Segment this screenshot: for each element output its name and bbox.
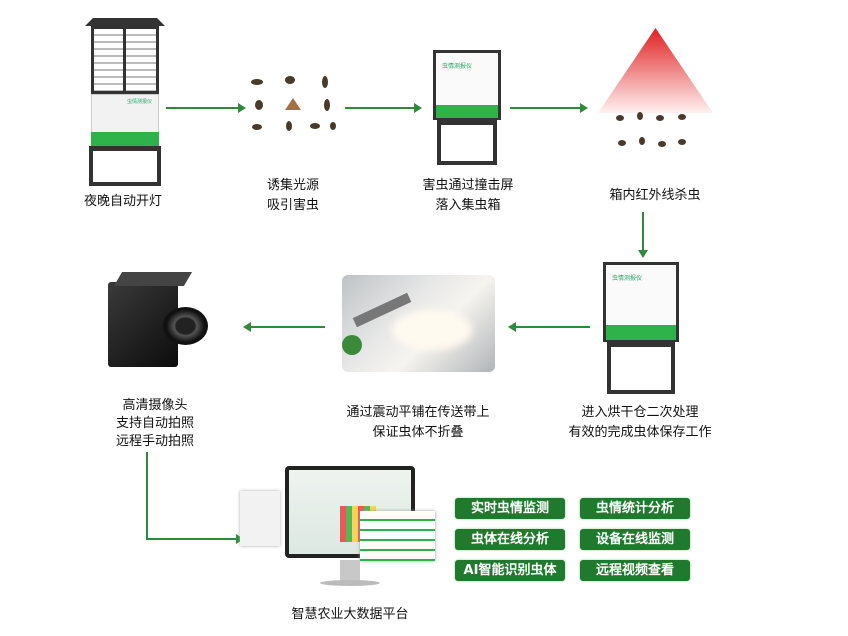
step-camera-label-3: 远程手动拍照: [115, 434, 195, 449]
platform-label: 智慧农业大数据平台: [291, 607, 409, 622]
step-conveyor-label-2: 保证虫体不折叠: [372, 425, 464, 440]
arrow-right: [146, 534, 244, 544]
feature-device-monitoring: 设备在线监测: [580, 529, 690, 550]
feature-statistics-analysis: 虫情统计分析: [580, 498, 690, 519]
arrow-left: [508, 322, 590, 332]
device-title: 虫情测报仪: [442, 63, 473, 70]
insects-illustration: [251, 76, 336, 131]
step-night-light-label: 夜晚自动开灯: [83, 194, 163, 209]
arrow-down: [638, 212, 648, 258]
arrow-right: [510, 103, 588, 113]
insect-lamp-device: 虫情测报仪: [85, 18, 165, 186]
step-hit-label-2: 落入集虫箱: [435, 198, 501, 213]
feature-remote-video: 远程视频查看: [580, 560, 690, 581]
step-camera-label-1: 高清摄像头: [122, 398, 188, 413]
device-title: 虫情测报仪: [612, 275, 643, 282]
infrared-beam: [598, 28, 713, 113]
arrow-left: [243, 322, 325, 332]
platform-monitor: [240, 466, 440, 596]
step-attract-label-1: 诱集光源: [266, 178, 320, 193]
step-dry-label-2: 有效的完成虫体保存工作: [568, 425, 712, 440]
connector-line: [146, 452, 148, 540]
step-kill-label: 箱内红外线杀虫: [609, 188, 701, 203]
arrow-right: [166, 103, 246, 113]
arrow-right: [345, 103, 422, 113]
feature-online-analysis: 虫体在线分析: [455, 529, 565, 550]
camera-illustration: [108, 272, 213, 372]
collector-device: 虫情测报仪: [433, 50, 501, 165]
step-dry-label-1: 进入烘干仓二次处理: [581, 405, 699, 420]
drying-device: 虫情测报仪: [603, 262, 679, 394]
step-attract-label-2: 吸引害虫: [266, 198, 320, 213]
feature-ai-recognition: AI智能识别虫体: [455, 560, 565, 581]
step-conveyor-label-1: 通过震动平铺在传送带上: [346, 405, 490, 420]
device-title: 虫情测报仪: [127, 99, 153, 105]
step-hit-label-1: 害虫通过撞击屏: [422, 178, 514, 193]
feature-realtime-monitoring: 实时虫情监测: [455, 498, 565, 519]
conveyor-photo: [342, 275, 495, 372]
step-camera-label-2: 支持自动拍照: [115, 416, 195, 431]
dead-insects-illustration: [616, 112, 686, 147]
